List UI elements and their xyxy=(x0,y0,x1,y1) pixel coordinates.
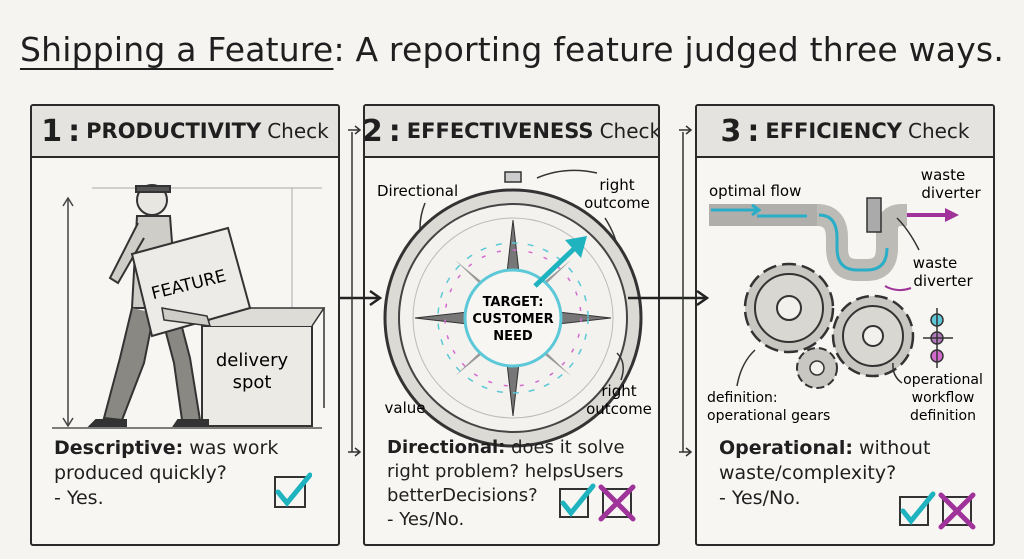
bracket-arrow-icon xyxy=(679,125,693,457)
panel-number: 2 xyxy=(363,113,383,149)
cross-icon xyxy=(938,492,976,530)
label-optimal-flow: optimal flow xyxy=(709,182,801,200)
flow-nodes xyxy=(923,308,953,368)
label-value: value xyxy=(385,399,426,417)
title-main: Shipping a Feature xyxy=(19,30,334,69)
panel-key: EFFICIENCY xyxy=(765,119,902,143)
check-icon xyxy=(899,491,936,526)
panel-sub: Check xyxy=(599,119,660,143)
label-waste-diverter-mid-1: waste xyxy=(913,254,957,272)
panel-effectiveness: 2: EFFECTIVENESS Check Directional right… xyxy=(363,104,660,546)
title-rest: A reporting feature judged three ways. xyxy=(355,30,1005,69)
target-label-3: NEED xyxy=(493,329,533,344)
panel-productivity-header: 1: PRODUCTIVITY Check xyxy=(32,106,338,158)
answer-text: - Yes/No. xyxy=(719,487,801,509)
label-operational-2: workflow xyxy=(912,390,975,406)
check-icon xyxy=(274,472,312,508)
answer-text: - Yes. xyxy=(54,487,104,509)
panel-efficiency-desc: Operational: without waste/complexity? -… xyxy=(719,436,979,511)
label-waste-diverter-top-2: diverter xyxy=(921,184,981,202)
label-operational-1: operational xyxy=(903,372,983,388)
cross-icon xyxy=(598,484,636,522)
panel-sub: Check xyxy=(267,119,329,143)
title-colon: : xyxy=(333,30,345,69)
label-right-outcome-top-2: outcome xyxy=(584,194,650,212)
label-directional: Directional xyxy=(377,182,458,200)
panel-productivity-desc: Descriptive: was work produced quickly? … xyxy=(54,436,324,511)
efficiency-illustration: optimal flow waste diverter waste divert… xyxy=(707,166,983,424)
spot-label-1: delivery xyxy=(216,350,289,371)
spot-label-2: spot xyxy=(233,372,272,393)
desc-lead: Operational: xyxy=(719,437,853,459)
label-waste-diverter-mid-2: diverter xyxy=(913,272,973,290)
panel-key: EFFECTIVENESS xyxy=(406,119,594,143)
gear-icon xyxy=(796,347,838,389)
delivery-spot: delivery spot xyxy=(201,307,326,427)
label-definition-1: definition: xyxy=(707,390,778,406)
compass-illustration: Directional right outcome TARGET: CU xyxy=(377,169,652,448)
panel-productivity: 1: PRODUCTIVITY Check delivery spot xyxy=(30,104,340,546)
compass: TARGET: CUSTOMER NEED xyxy=(383,171,643,448)
page-title: Shipping a Feature: A reporting feature … xyxy=(0,30,1024,69)
label-operational-3: definition xyxy=(910,408,976,424)
label-waste-diverter-top-1: waste xyxy=(921,166,965,184)
target-label-2: CUSTOMER xyxy=(472,312,553,327)
check-icon xyxy=(559,483,596,518)
bracket-arrow-icon xyxy=(348,125,362,457)
panel-efficiency: 3: EFFICIENCY Check optimal flow waste d… xyxy=(695,104,995,546)
panel-key: PRODUCTIVITY xyxy=(86,119,262,143)
label-right-outcome-bottom-2: outcome xyxy=(586,400,652,418)
panel-sub: Check xyxy=(907,119,970,143)
pipe-system xyxy=(709,197,959,281)
desc-lead: Descriptive: xyxy=(54,437,184,459)
desc-rest: was work produced quickly? xyxy=(54,437,279,484)
panel-effectiveness-header: 2: EFFECTIVENESS Check xyxy=(365,106,658,158)
panel-effectiveness-desc: Directional: does it solve right problem… xyxy=(387,436,644,532)
check-cross-icons xyxy=(559,483,636,522)
gear-icon xyxy=(743,262,835,354)
label-right-outcome-bottom-1: right xyxy=(601,382,636,400)
answer-text: - Yes/No. xyxy=(387,509,465,530)
label-definition-2: operational gears xyxy=(707,408,830,424)
target-label-1: TARGET: xyxy=(483,295,544,310)
label-right-outcome-top-1: right xyxy=(599,176,634,194)
gear-icon xyxy=(831,294,915,378)
panel-number: 3 xyxy=(720,113,742,149)
panel-efficiency-header: 3: EFFICIENCY Check xyxy=(697,106,993,158)
desc-rest: without waste/complexity? xyxy=(719,437,931,484)
desc-rest: does it solve right problem? helpsUsers … xyxy=(387,437,625,506)
productivity-illustration: delivery spot FEATURE xyxy=(52,184,326,429)
check-cross-icons xyxy=(899,491,976,530)
desc-lead: Directional: xyxy=(387,437,506,458)
panel-number: 1 xyxy=(41,113,63,149)
